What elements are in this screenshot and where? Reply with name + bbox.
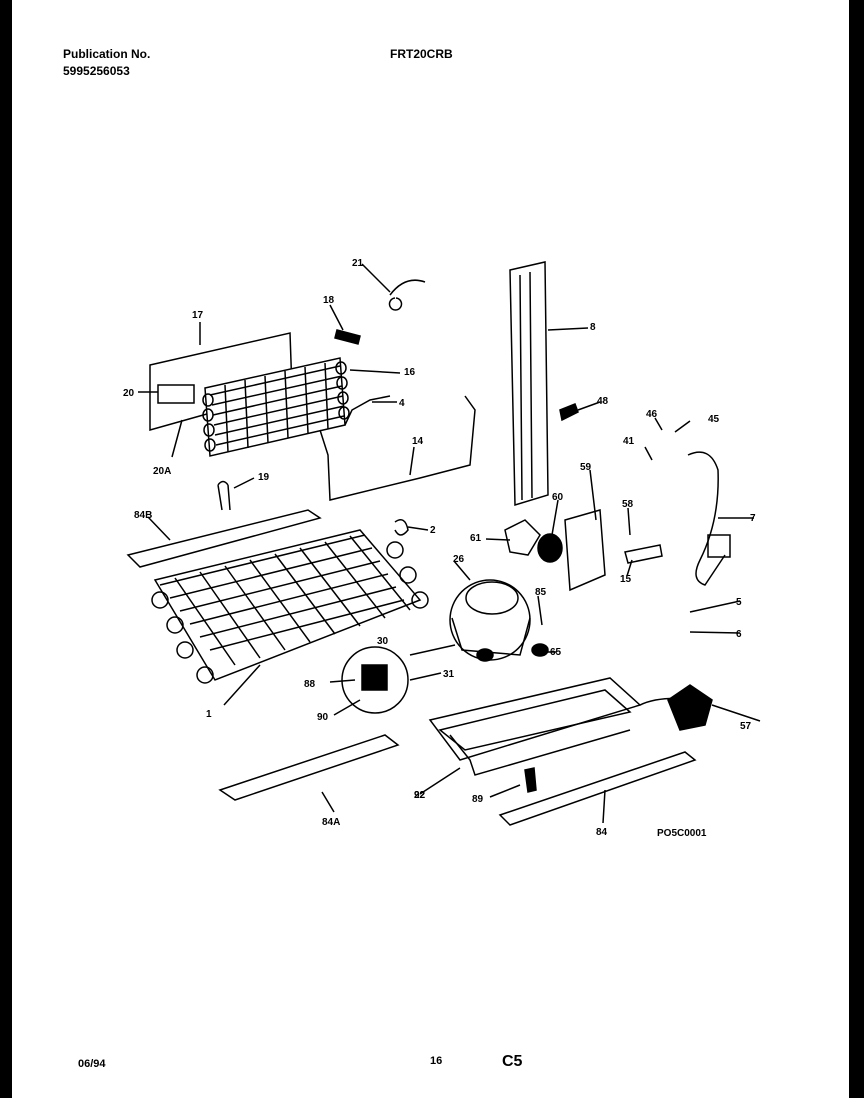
rail-84-bracket [639, 697, 701, 706]
tube-14 [319, 395, 476, 501]
footer-page: 16 [430, 1055, 443, 1067]
callout-41: 41 [623, 436, 635, 447]
exploded-parts-diagram: 21 18 17 16 20 4 20A 14 19 84B 2 1 22 85… [123, 258, 761, 839]
callout-7: 7 [750, 513, 756, 524]
rail-84a [218, 734, 400, 801]
callout-6: 6 [736, 629, 742, 640]
callout-46: 46 [646, 409, 658, 420]
callout-20: 20 [123, 388, 135, 399]
callout-17: 17 [192, 310, 204, 321]
callout-labels: 21 18 17 16 20 4 20A 14 19 84B 2 1 22 85… [123, 258, 756, 839]
rail-84 [498, 751, 697, 826]
screw-48 [559, 403, 579, 422]
callout-8: 8 [590, 322, 596, 333]
base-pan-92 [428, 677, 642, 776]
power-cord-57 [667, 684, 713, 731]
harness-21 [388, 279, 426, 311]
fan-motor-60 [537, 533, 563, 563]
callout-90: 90 [317, 712, 329, 723]
clip-2 [394, 519, 409, 536]
compressor [449, 579, 531, 661]
panel-8-ribs [519, 271, 533, 501]
callout-18: 18 [323, 295, 335, 306]
callout-15: 15 [620, 574, 632, 585]
callout-65: 65 [550, 647, 562, 658]
panel-8 [509, 261, 549, 507]
callout-14: 14 [412, 436, 424, 447]
diagram-code: PO5C0001 [657, 828, 707, 839]
publication-label: Publication No. [63, 47, 151, 61]
callout-57: 57 [740, 721, 752, 732]
relay-30 [361, 664, 388, 691]
grommet-65-a [476, 648, 494, 662]
callout-88: 88 [304, 679, 316, 690]
bracket-20 [157, 384, 195, 404]
rail-84b [126, 509, 322, 568]
main-condenser [151, 529, 429, 684]
callout-61: 61 [470, 533, 482, 544]
fan-blade-61 [504, 519, 541, 556]
screw-89 [524, 767, 537, 793]
footer-date: 06/94 [78, 1058, 106, 1070]
callout-84a: 84A [322, 817, 340, 828]
part-15 [624, 544, 663, 564]
tube-4 [344, 395, 391, 426]
footer-section: C5 [502, 1053, 523, 1070]
callout-21: 21 [352, 258, 364, 269]
callout-26: 26 [453, 554, 465, 565]
callout-60: 60 [552, 492, 564, 503]
callout-31: 31 [443, 669, 455, 680]
drier-18 [334, 329, 361, 345]
publication-number: 5995256053 [63, 64, 130, 78]
callout-1: 1 [206, 709, 212, 720]
callout-30: 30 [377, 636, 389, 647]
bracket-59 [564, 509, 606, 592]
callout-22: 22 [414, 790, 426, 801]
callout-59: 59 [580, 462, 592, 473]
callout-45: 45 [708, 414, 720, 425]
callout-92: 92 [414, 790, 426, 801]
callout-16: 16 [404, 367, 416, 378]
callout-48: 48 [597, 396, 609, 407]
harness-7 [687, 451, 726, 586]
clip-19 [217, 480, 231, 511]
callout-84b: 84B [134, 510, 152, 521]
callout-4: 4 [399, 398, 405, 409]
condenser-coil [202, 357, 350, 457]
relay-leader [409, 644, 456, 656]
callout-58: 58 [622, 499, 634, 510]
callout-20a: 20A [153, 466, 171, 477]
plug-7 [707, 534, 731, 558]
callout-2: 2 [430, 525, 436, 536]
callout-5: 5 [736, 597, 742, 608]
parts-sheet: Publication No. 5995256053 FRT20CRB [12, 0, 849, 1098]
callout-19: 19 [258, 472, 270, 483]
callout-85: 85 [535, 587, 547, 598]
grommet-65-b [531, 643, 549, 657]
callout-89: 89 [472, 794, 484, 805]
model-number: FRT20CRB [390, 47, 453, 61]
callout-84: 84 [596, 827, 608, 838]
